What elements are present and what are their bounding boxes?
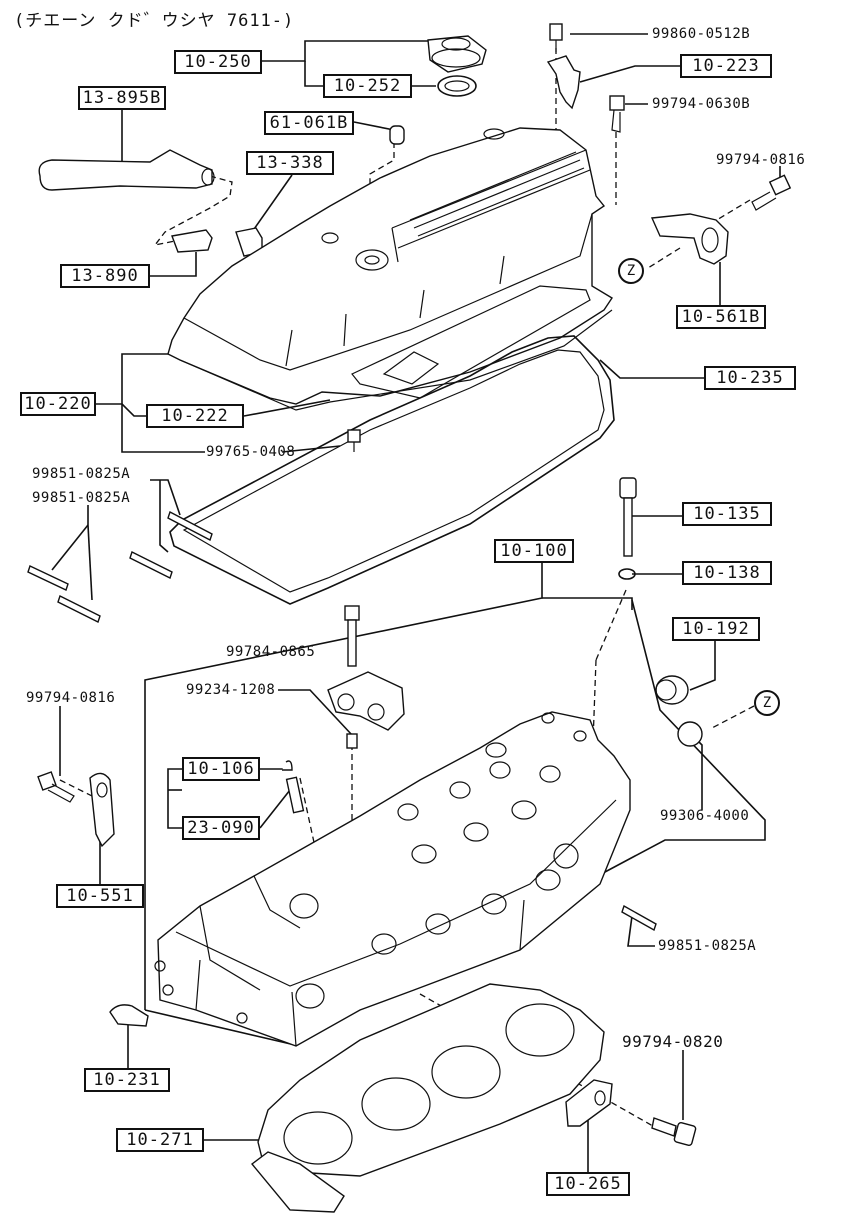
part-label-10-135[interactable]: 10-135 xyxy=(682,502,772,526)
part-label-13-338[interactable]: 13-338 xyxy=(246,151,334,175)
bolt-99794-0820 xyxy=(651,1117,697,1147)
part-number-99860-0512b[interactable]: 99860-0512B xyxy=(652,26,751,42)
part-label-10-220[interactable]: 10-220 xyxy=(20,392,96,416)
bracket-10-265 xyxy=(565,1079,613,1127)
bolt-99794-0816-top xyxy=(751,174,792,211)
head-cover-gasket-10-235 xyxy=(169,335,615,605)
part-label-10-192[interactable]: 10-192 xyxy=(672,617,760,641)
cover-gasket-10-222 xyxy=(351,285,591,399)
part-number-99794-0816-top[interactable]: 99794-0816 xyxy=(716,152,806,168)
part-label-10-222[interactable]: 10-222 xyxy=(146,404,244,428)
part-label-23-090[interactable]: 23-090 xyxy=(182,816,260,840)
leader-lines xyxy=(51,33,781,1172)
oil-filler-cap xyxy=(427,35,487,73)
part-label-10-100[interactable]: 10-100 xyxy=(494,539,574,563)
part-label-10-265[interactable]: 10-265 xyxy=(546,1172,630,1196)
part-label-10-106[interactable]: 10-106 xyxy=(182,757,260,781)
bracket-10-561b xyxy=(650,213,729,265)
part-number-99794-0630b[interactable]: 99794-0630B xyxy=(652,96,751,112)
bolt-99765-0408 xyxy=(347,429,361,452)
bolt-99784-0865 xyxy=(344,605,360,667)
part-number-99784-0865[interactable]: 99784-0865 xyxy=(226,644,316,660)
part-label-10-235[interactable]: 10-235 xyxy=(704,366,796,390)
plug-99306-4000 xyxy=(677,721,703,747)
cap-seal-ring xyxy=(437,75,477,97)
bolt-99794-0816-left xyxy=(37,771,75,803)
pcv-valve-13-890 xyxy=(171,229,213,253)
bolt-99860-0512b xyxy=(549,23,563,52)
part-label-13-890[interactable]: 13-890 xyxy=(60,264,150,288)
part-label-13-895b[interactable]: 13-895B xyxy=(78,86,166,110)
valve-guide-10-106 xyxy=(282,760,305,814)
part-number-99851-0825a-1[interactable]: 99851-0825A xyxy=(32,466,131,482)
bolt-99794-0630b xyxy=(609,95,625,133)
part-label-10-223[interactable]: 10-223 xyxy=(680,54,772,78)
grommet-13-338 xyxy=(235,227,263,257)
bracket-10-223 xyxy=(546,55,581,110)
plug-61-061b xyxy=(389,125,405,145)
diagram-title: (チエーン クド゛ウシヤ 7611-) xyxy=(14,11,295,31)
part-label-61-061b[interactable]: 61-061B xyxy=(264,111,354,135)
part-label-10-231[interactable]: 10-231 xyxy=(84,1068,170,1092)
part-number-99234-1208[interactable]: 99234-1208 xyxy=(186,682,276,698)
part-label-10-271[interactable]: 10-271 xyxy=(116,1128,204,1152)
dowel-99234-1208 xyxy=(346,733,358,749)
reference-marker-z-top: Z xyxy=(618,258,644,284)
cylinder-head-cover-10-220 xyxy=(167,127,613,411)
washer-10-138 xyxy=(618,568,636,580)
part-label-10-252[interactable]: 10-252 xyxy=(323,74,412,98)
part-label-10-561b[interactable]: 10-561B xyxy=(676,305,766,329)
part-number-99794-0820[interactable]: 99794-0820 xyxy=(622,1032,724,1051)
head-bolt-10-135 xyxy=(619,477,637,557)
stud-bolt-right xyxy=(621,904,657,932)
part-label-10-250[interactable]: 10-250 xyxy=(174,50,262,74)
hook-10-551 xyxy=(89,772,115,848)
front-cover-plate xyxy=(250,1151,345,1213)
cylinder-head-10-100 xyxy=(154,711,631,1047)
part-number-99306-4000[interactable]: 99306-4000 xyxy=(660,808,750,824)
part-number-99794-0816-left[interactable]: 99794-0816 xyxy=(26,690,116,706)
head-gasket-10-271 xyxy=(257,983,605,1177)
part-number-99851-0825a-3[interactable]: 99851-0825A xyxy=(658,938,757,954)
stud-bolts-left xyxy=(27,510,213,623)
part-label-10-138[interactable]: 10-138 xyxy=(682,561,772,585)
bearing-cap xyxy=(327,671,405,731)
part-number-99851-0825a-2[interactable]: 99851-0825A xyxy=(32,490,131,506)
key-10-231 xyxy=(109,1004,149,1027)
reference-marker-z-right: Z xyxy=(754,690,780,716)
plug-10-192 xyxy=(655,675,689,705)
pcv-hose-13-895b xyxy=(38,149,215,191)
part-number-99765-0408[interactable]: 99765-0408 xyxy=(206,444,296,460)
part-label-10-551[interactable]: 10-551 xyxy=(56,884,144,908)
